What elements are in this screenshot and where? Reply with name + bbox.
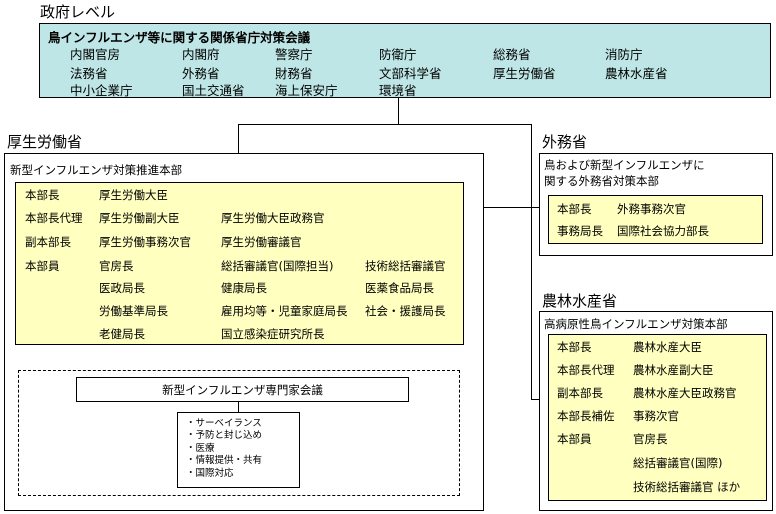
member-name: 技術総括審議官 ほか	[633, 480, 741, 494]
maff-label: 農林水産省	[542, 292, 618, 310]
connector-line	[531, 399, 540, 400]
mhlw-members-box: 本部長 厚生労働大臣 本部長代理 厚生労働副大臣 厚生労働大臣政務官 副本部長 …	[15, 182, 464, 345]
connector-line	[238, 124, 239, 154]
gov-agency: 総務省	[493, 47, 531, 62]
member-name: 外務事務次官	[617, 202, 686, 216]
member-name: 農林水産大臣政務官	[633, 386, 737, 400]
connector-line	[238, 402, 239, 412]
mhlw-hq-title: 新型インフルエンザ対策推進本部	[10, 163, 183, 177]
member-name: 農林水産大臣	[633, 340, 702, 354]
member-name: 雇用均等・児童家庭局長	[221, 304, 348, 318]
mofa-hq-title-line1: 鳥および新型インフルエンザに	[544, 158, 705, 172]
role-label: 本部長代理	[557, 363, 615, 377]
connector-line	[483, 207, 532, 208]
member-name: 国際社会協力部長	[617, 224, 709, 238]
expert-topic: ・予防と封じ込め	[186, 430, 263, 441]
maff-hq-title: 高病原性鳥インフルエンザ対策本部	[544, 317, 728, 331]
expert-topics-box: ・サーベイランス ・予防と封じ込め ・医療 ・情報提供・共有 ・国際対応	[177, 412, 300, 488]
member-name: 老健局長	[99, 327, 145, 341]
role-label: 本部長補佐	[557, 409, 615, 423]
expert-topic: ・サーベイランス	[186, 418, 262, 429]
role-label: 本部長代理	[25, 211, 83, 225]
member-name: 厚生労働事務次官	[99, 235, 191, 249]
role-label: 本部員	[25, 259, 60, 273]
expert-topic: ・医療	[186, 443, 215, 454]
connector-line	[398, 124, 532, 125]
member-name: 総括審議官(国際担当)	[221, 259, 334, 273]
role-label: 副本部長	[25, 235, 71, 249]
gov-council-box: 鳥インフルエンザ等に関する関係省庁対策会議 内閣官房 内閣府 警察庁 防衛庁 総…	[39, 23, 771, 98]
role-label: 本部員	[557, 432, 592, 446]
maff-members-box: 本部長 農林水産大臣 本部長代理 農林水産副大臣 副本部長 農林水産大臣政務官 …	[548, 334, 767, 501]
expert-topic: ・国際対応	[186, 468, 234, 479]
gov-agency: 国土交通省	[182, 83, 245, 98]
gov-agency: 海上保安庁	[275, 83, 338, 98]
role-label: 事務局長	[557, 224, 603, 238]
member-name: 国立感染症研究所長	[221, 327, 325, 341]
mofa-hq-title-line2: 関する外務省対策本部	[544, 174, 659, 188]
member-name: 健康局長	[221, 281, 267, 295]
gov-agency: 内閣官房	[70, 47, 121, 62]
expert-meeting-title: 新型インフルエンザ専門家会議	[162, 383, 323, 397]
member-name: 農林水産副大臣	[633, 363, 714, 377]
gov-agency: 警察庁	[275, 47, 313, 62]
connector-line	[531, 124, 532, 400]
gov-agency: 法務省	[70, 66, 108, 81]
member-name: 総括審議官(国際)	[633, 456, 723, 470]
gov-agency: 厚生労働省	[493, 66, 556, 81]
connector-line	[238, 124, 399, 125]
gov-level-label: 政府レベル	[40, 3, 116, 21]
member-name: 厚生労働大臣	[99, 188, 168, 202]
member-name: 医政局長	[99, 281, 145, 295]
gov-agency: 防衛庁	[379, 47, 417, 62]
role-label: 本部長	[25, 188, 60, 202]
role-label: 本部長	[557, 202, 592, 216]
role-label: 副本部長	[557, 386, 603, 400]
role-label: 本部長	[557, 340, 592, 354]
member-name: 厚生労働副大臣	[99, 211, 180, 225]
member-name: 技術総括審議官	[365, 259, 446, 273]
member-name: 事務次官	[633, 409, 679, 423]
gov-agency: 農林水産省	[605, 66, 668, 81]
gov-agency: 財務省	[275, 66, 313, 81]
member-name: 厚生労働審議官	[221, 235, 302, 249]
gov-council-title: 鳥インフルエンザ等に関する関係省庁対策会議	[48, 30, 311, 45]
gov-agency: 文部科学省	[379, 66, 442, 81]
expert-topic: ・情報提供・共有	[186, 455, 263, 466]
gov-agency: 内閣府	[182, 47, 220, 62]
gov-agency: 環境省	[379, 83, 417, 98]
member-name: 労働基準局長	[99, 304, 168, 318]
gov-agency: 消防庁	[605, 47, 643, 62]
connector-line	[531, 207, 540, 208]
mhlw-label: 厚生労働省	[7, 133, 83, 151]
expert-meeting-box: 新型インフルエンザ専門家会議	[76, 377, 409, 402]
gov-agency: 中小企業庁	[70, 83, 133, 98]
member-name: 官房長	[99, 259, 134, 273]
member-name: 医薬食品局長	[365, 281, 434, 295]
member-name: 厚生労働大臣政務官	[221, 211, 325, 225]
expert-area-dashed	[18, 370, 460, 496]
member-name: 社会・援護局長	[365, 304, 446, 318]
gov-agency: 外務省	[182, 66, 220, 81]
mofa-members-box: 本部長 外務事務次官 事務局長 国際社会協力部長	[548, 195, 763, 244]
mofa-label: 外務省	[542, 133, 588, 151]
connector-line	[398, 98, 399, 125]
member-name: 官房長	[633, 432, 668, 446]
